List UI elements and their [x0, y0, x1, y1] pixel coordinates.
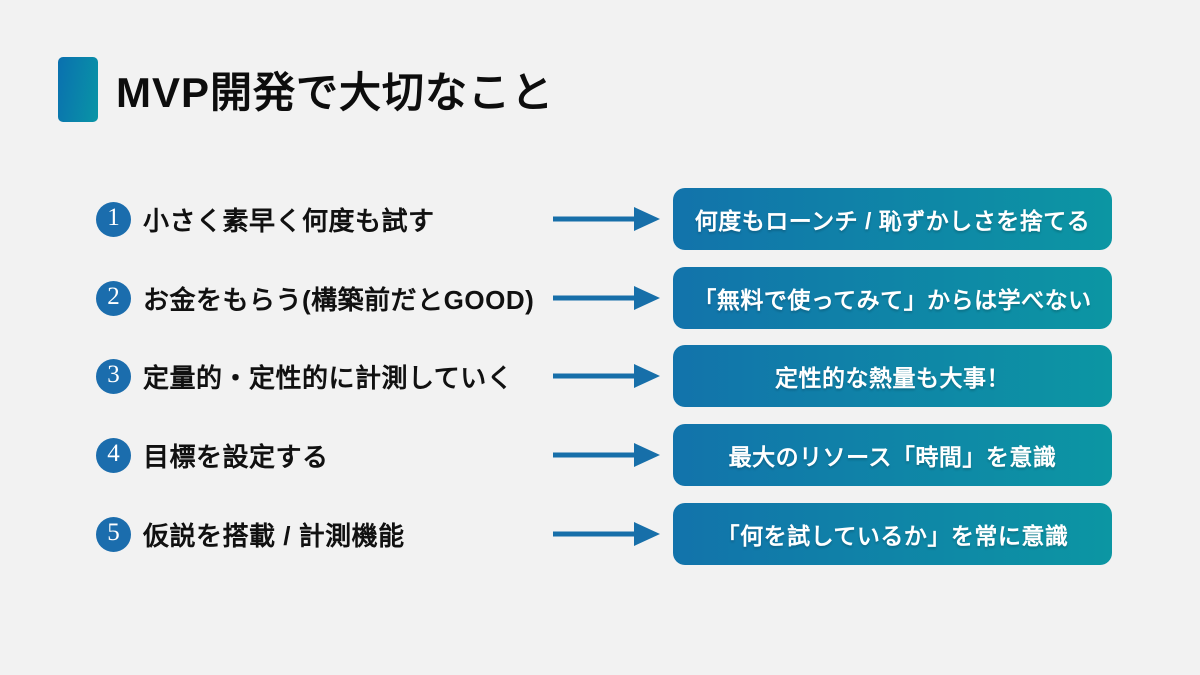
result-box: 最大のリソース「時間」を意識: [673, 424, 1112, 486]
result-box: 定性的な熱量も大事！: [673, 345, 1112, 407]
number-badge: 4: [96, 437, 131, 473]
item-label-group: 2 お金をもらう(構築前だとGOOD): [96, 267, 534, 329]
result-text: 「無料で使ってみて」からは学べない: [693, 287, 1092, 313]
item-label-group: 5 仮説を搭載 / 計測機能: [96, 503, 405, 565]
right-arrow-icon: [553, 286, 660, 310]
item-label: 小さく素早く何度も試す: [143, 205, 435, 236]
number-badge: 5: [96, 516, 131, 552]
number-badge: 1: [96, 201, 131, 237]
page-title: MVP開発で大切なこと: [116, 69, 555, 116]
item-label-group: 1 小さく素早く何度も試す: [96, 188, 435, 250]
arrow-head: [634, 443, 660, 467]
right-arrow-icon: [553, 364, 660, 388]
right-arrow-icon: [553, 522, 660, 546]
arrow-head: [634, 286, 660, 310]
item-label-group: 3 定量的・定性的に計測していく: [96, 345, 513, 407]
number-badge: 3: [96, 358, 131, 394]
result-box: 何度もローンチ / 恥ずかしさを捨てる: [673, 188, 1112, 250]
list-item: 3 定量的・定性的に計測していく 定性的な熱量も大事！: [0, 345, 1200, 407]
arrow-line: [553, 531, 637, 537]
list-item: 4 目標を設定する 最大のリソース「時間」を意識: [0, 424, 1200, 486]
result-text: 定性的な熱量も大事！: [775, 365, 1010, 391]
slide-header: MVP開発で大切なこと: [58, 57, 554, 122]
title-accent-bar: [58, 57, 98, 122]
result-box: 「無料で使ってみて」からは学べない: [673, 267, 1112, 329]
list-item: 5 仮説を搭載 / 計測機能 「何を試しているか」を常に意識: [0, 503, 1200, 565]
arrow-line: [553, 216, 637, 222]
right-arrow-icon: [553, 443, 660, 467]
result-text: 最大のリソース「時間」を意識: [728, 444, 1057, 470]
item-label: 定量的・定性的に計測していく: [143, 362, 514, 393]
arrow-head: [634, 364, 660, 388]
right-arrow-icon: [553, 207, 660, 231]
item-label: お金をもらう(構築前だとGOOD): [143, 284, 535, 315]
item-label: 仮説を搭載 / 計測機能: [143, 520, 405, 551]
arrow-head: [634, 207, 660, 231]
item-label: 目標を設定する: [143, 441, 329, 472]
item-label-group: 4 目標を設定する: [96, 424, 329, 486]
result-text: 「何を試しているか」を常に意識: [716, 523, 1069, 549]
number-badge: 2: [96, 280, 131, 316]
result-text: 何度もローンチ / 恥ずかしさを捨てる: [694, 208, 1091, 234]
arrow-head: [634, 522, 660, 546]
list-item: 1 小さく素早く何度も試す 何度もローンチ / 恥ずかしさを捨てる: [0, 188, 1200, 250]
arrow-line: [553, 373, 637, 379]
list-item: 2 お金をもらう(構築前だとGOOD) 「無料で使ってみて」からは学べない: [0, 267, 1200, 329]
arrow-line: [553, 452, 637, 458]
arrow-line: [553, 295, 637, 301]
result-box: 「何を試しているか」を常に意識: [673, 503, 1112, 565]
